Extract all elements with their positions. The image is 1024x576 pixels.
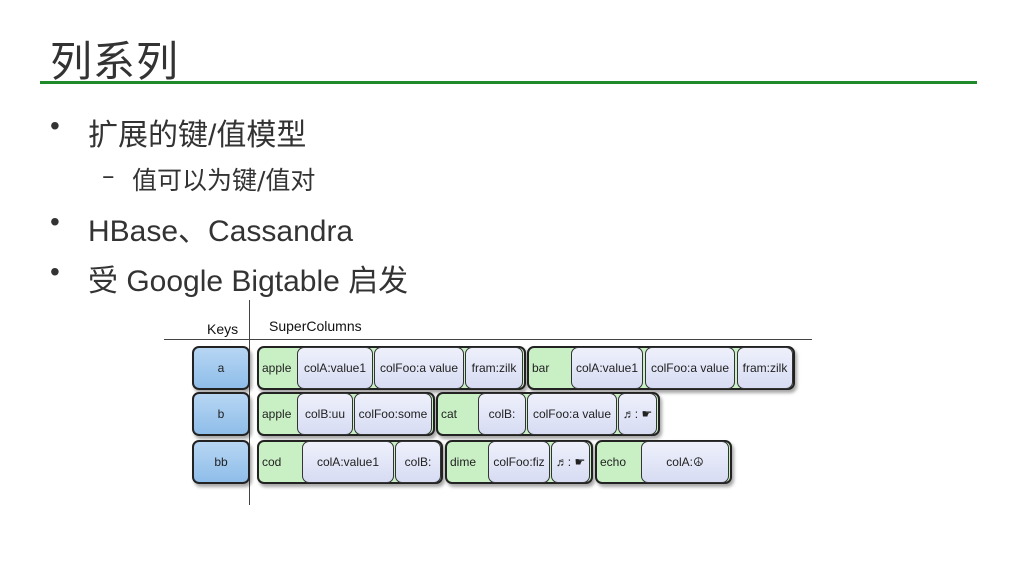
- bullet-text: HBase、Cassandra: [88, 215, 354, 248]
- header-divider: [164, 339, 812, 340]
- column-cell: colFoo:fiz: [488, 441, 550, 483]
- column-cell: colA:value1: [302, 441, 394, 483]
- slide-title: 列系列: [50, 37, 180, 86]
- supercolumn: bar colA:value1 colFoo:a value fram:zilk: [527, 346, 795, 390]
- column-cell: colA:☮: [641, 441, 729, 483]
- supercolumn-name: cod: [262, 455, 282, 469]
- column-cell: ♬: ☛: [551, 441, 590, 483]
- row-key: a: [192, 346, 250, 390]
- row-key: b: [192, 392, 250, 436]
- bullet-dot: •: [50, 206, 60, 237]
- column-cell: colA:value1: [571, 347, 643, 389]
- column-cell: fram:zilk: [737, 347, 793, 389]
- supercolumn: dime colFoo:fiz ♬: ☛: [445, 440, 593, 484]
- column-cell: colFoo:a value: [374, 347, 464, 389]
- supercolumns-header: SuperColumns: [269, 318, 362, 334]
- supercolumn: apple colB:uu colFoo:some: [257, 392, 435, 436]
- bullet-text: 受 Google Bigtable 启发: [88, 265, 409, 298]
- bullet-text: 扩展的键/值模型: [88, 119, 307, 152]
- title-underline: [40, 81, 977, 84]
- supercolumn-name: apple: [262, 407, 292, 421]
- supercolumn-name: echo: [600, 455, 627, 469]
- bullet-dot: •: [50, 110, 60, 141]
- supercolumn: cat colB: colFoo:a value ♬: ☛: [436, 392, 660, 436]
- column-cell: colFoo:some: [354, 393, 432, 435]
- keys-header: Keys: [207, 321, 239, 337]
- bullet-item: • 受 Google Bigtable 启发: [50, 256, 409, 300]
- supercolumn-name: apple: [262, 361, 292, 375]
- column-cell: colFoo:a value: [527, 393, 617, 435]
- supercolumn: apple colA:value1 colFoo:a value fram:zi…: [257, 346, 526, 390]
- bullet-dot: •: [50, 256, 60, 287]
- sub-bullet-dash: –: [102, 161, 115, 190]
- supercolumn-name: dime: [450, 455, 477, 469]
- bullet-item: • 扩展的键/值模型: [50, 110, 307, 154]
- column-cell: ♬: ☛: [618, 393, 657, 435]
- bullet-item: • HBase、Cassandra: [50, 206, 354, 250]
- column-cell: colB:uu: [297, 393, 353, 435]
- supercolumn-name: cat: [441, 407, 458, 421]
- row-key: bb: [192, 440, 250, 484]
- column-cell: colB:: [478, 393, 526, 435]
- column-cell: colB:: [395, 441, 441, 483]
- supercolumns-diagram: Keys SuperColumns a apple colA:value1 co…: [164, 300, 814, 510]
- supercolumn: echo colA:☮: [595, 440, 732, 484]
- sub-bullet-item: – 值可以为键/值对: [102, 161, 316, 197]
- column-cell: colA:value1: [297, 347, 373, 389]
- supercolumn-name: bar: [532, 361, 550, 375]
- sub-bullet-text: 值可以为键/值对: [132, 166, 316, 195]
- column-cell: colFoo:a value: [645, 347, 735, 389]
- column-cell: fram:zilk: [465, 347, 523, 389]
- supercolumn: cod colA:value1 colB:: [257, 440, 443, 484]
